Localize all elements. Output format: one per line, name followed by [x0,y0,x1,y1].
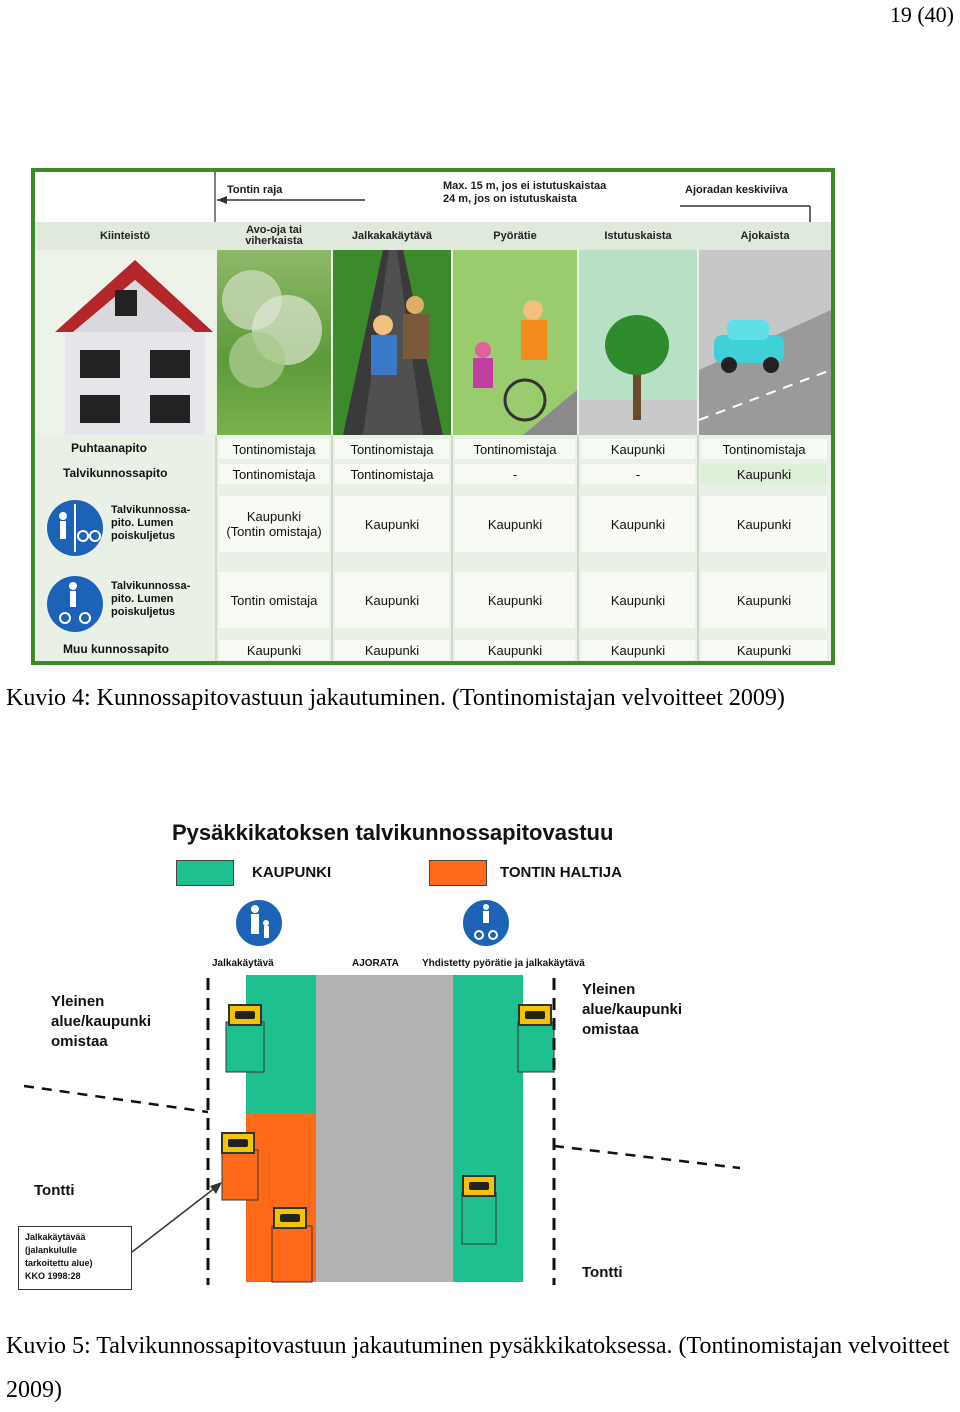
table-cell: Kaupunki [335,496,449,552]
bus-stop-diagram [23,975,741,1285]
legend-label-owner: TONTIN HALTIJA [500,864,622,881]
legend-swatch-owner [429,860,487,886]
combined-path-sign-icon [47,576,103,632]
table-cell: Kaupunki [219,640,329,660]
maintenance-responsibility-figure: Tontin raja Max. 15 m, jos ei istutuskai… [31,168,835,665]
row-other-maintenance: Muu kunnossapito Kaupunki Kaupunki Kaupu… [35,638,831,662]
cycleway-picture [453,250,577,435]
header-lane: Ajokaista [740,229,790,242]
divider [697,435,699,661]
road-label: AJORATA [352,958,399,969]
divider [215,435,217,661]
table-cell: Tontinomistaja [219,464,329,484]
table-cell: Kaupunki [701,572,827,628]
bus-stop-maintenance-figure: Pysäkkikatoksen talvikunnossapitovastuu … [0,800,960,1300]
table-cell: - [581,464,695,484]
header-sidewalk: Jalkakakäytävä [351,229,433,242]
combined-path-sign-icon [461,898,511,948]
row-label: Muu kunnossapito [63,642,169,656]
max-width-label: Max. 15 m, jos ei istutuskaistaa 24 m, j… [443,180,607,205]
table-cell: Tontinomistaja [335,439,449,459]
plot-left-label: Tontti [34,1182,75,1199]
figure-4-caption: Kuvio 4: Kunnossapitovastuun jakautumine… [6,685,785,711]
table-cell: Kaupunki (Tontin omistaja) [219,496,329,552]
public-area-right-label: Yleinen alue/kaupunki omistaa [582,981,683,1038]
table-cell: Tontinomistaja [455,439,575,459]
column-header-row: Kiinteistö Avo-oja tai viherkaista Jalka… [35,222,831,250]
row-label: Puhtaanapito [71,441,148,455]
legend-swatch-city [176,860,234,886]
dimension-arrows [214,172,811,222]
bus-stop-sign-icon [273,1207,307,1229]
table-cell: Tontinomistaja [219,439,329,459]
header-planting-strip: Istutuskaista [604,229,672,242]
bus-stop-sign-icon [221,1132,255,1154]
header-property: Kiinteistö [99,229,151,242]
row-label: Talvikunnossa- pito. Lumen poiskuljetus [111,580,191,618]
figure-5-title: Pysäkkikatoksen talvikunnossapitovastuu [172,820,614,845]
bus-stop-sign-icon [518,1004,552,1026]
public-area-left-label: Yleinen alue/kaupunki omistaa [51,993,152,1050]
table-cell: Kaupunki [581,640,695,660]
divider [451,435,453,661]
header-ditch: Avo-oja tai viherkaista [245,224,303,247]
planting-strip-picture [579,250,697,435]
bus-stop-sign-icon [462,1175,496,1197]
top-strip: Tontin raja Max. 15 m, jos ei istutuskai… [35,172,831,222]
divider [331,435,333,661]
table-cell: Tontinomistaja [335,464,449,484]
row-label: Talvikunnossa- pito. Lumen poiskuljetus [111,504,191,542]
table-cell: Kaupunki [455,496,575,552]
divider [577,435,579,661]
table-cell: Kaupunki [455,640,575,660]
table-cell: Tontin omistaja [219,572,329,628]
row-winter-maintenance: Talvikunnossapito Tontinomistaja Tontino… [35,462,831,486]
row-snow-removal-combined: Talvikunnossa- pito. Lumen poiskuljetus … [35,566,831,636]
table-cell: Kaupunki [581,496,695,552]
house-picture [35,250,215,435]
table-cell: Kaupunki [335,640,449,660]
row-snow-removal-separate: Talvikunnossa- pito. Lumen poiskuljetus … [35,488,831,564]
table-cell: - [455,464,575,484]
figure-5-caption: Kuvio 5: Talvikunnossapitovastuun jakaut… [6,1333,950,1403]
table-cell: Kaupunki [335,572,449,628]
plot-boundary-label: Tontin raja [227,184,283,196]
legend-label-city: KAUPUNKI [252,864,332,881]
page-number: 19 (40) [889,2,954,27]
table-cell: Tontinomistaja [701,439,827,459]
bus-stop-sign-icon [228,1004,262,1026]
header-cycleway: Pyörätie [493,229,537,242]
table-cell: Kaupunki [701,464,827,484]
court-note-box: Jalkakäytävää (jalankululle tarkoitettu … [18,1226,132,1290]
row-label: Talvikunnossapito [63,466,168,480]
court-note-text: Jalkakäytävää (jalankululle tarkoitettu … [25,1232,93,1281]
table-cell: Kaupunki [581,439,695,459]
table-cell: Kaupunki [701,496,827,552]
lane-picture [699,250,831,435]
sidewalk-picture [333,250,451,435]
sidewalk-label: Jalkakäytävä [212,958,274,969]
combined-path-label: Yhdistetty pyörätie ja jalkakäytävä [422,958,585,969]
table-cell: Kaupunki [581,572,695,628]
green-strip-picture [217,250,331,435]
table-cell: Kaupunki [455,572,575,628]
centerline-label: Ajoradan keskiviiva [685,184,788,196]
separated-path-sign-icon [47,500,103,556]
table-cell: Kaupunki [701,640,827,660]
pedestrian-sign-icon [234,898,284,948]
plot-right-label: Tontti [582,1264,623,1281]
row-cleaning: Puhtaanapito Tontinomistaja Tontinomista… [35,437,831,461]
